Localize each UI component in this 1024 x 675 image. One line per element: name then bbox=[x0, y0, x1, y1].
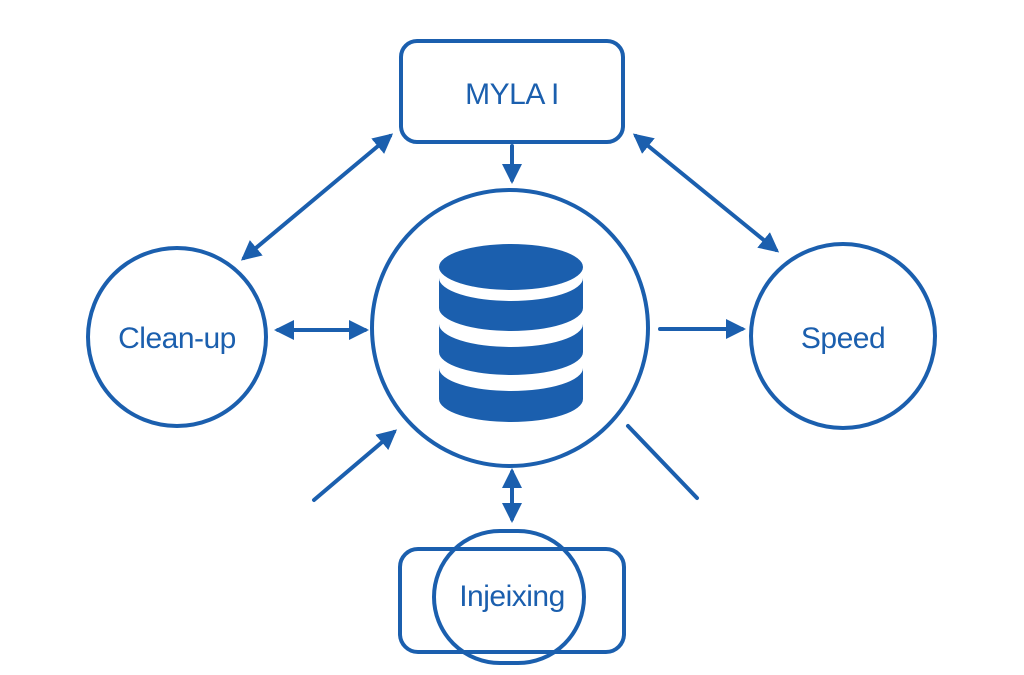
node-left[interactable]: Clean-up bbox=[86, 246, 268, 428]
node-center-circle bbox=[370, 188, 650, 468]
node-center[interactable] bbox=[370, 188, 650, 468]
node-bottom[interactable]: Injeixing bbox=[398, 529, 626, 665]
node-bottom-label: Injeixing bbox=[459, 580, 565, 613]
node-top[interactable]: MYLA I bbox=[399, 39, 625, 144]
node-right-circle bbox=[749, 242, 937, 430]
node-left-circle bbox=[86, 246, 268, 428]
node-top-box bbox=[399, 39, 625, 144]
edge-top-right bbox=[632, 133, 780, 253]
node-right[interactable]: Speed bbox=[749, 242, 937, 430]
node-top-label: MYLA I bbox=[465, 78, 559, 111]
edge-top-left bbox=[240, 133, 394, 261]
node-left-label: Clean-up bbox=[118, 322, 236, 355]
database-icon bbox=[439, 244, 583, 422]
node-bottom-ellipse bbox=[432, 529, 586, 665]
edge-diagonal-lower-right bbox=[626, 424, 699, 500]
edge-diagonal-lower-left bbox=[312, 429, 398, 502]
node-right-label: Speed bbox=[801, 322, 885, 355]
node-bottom-box bbox=[398, 547, 626, 654]
